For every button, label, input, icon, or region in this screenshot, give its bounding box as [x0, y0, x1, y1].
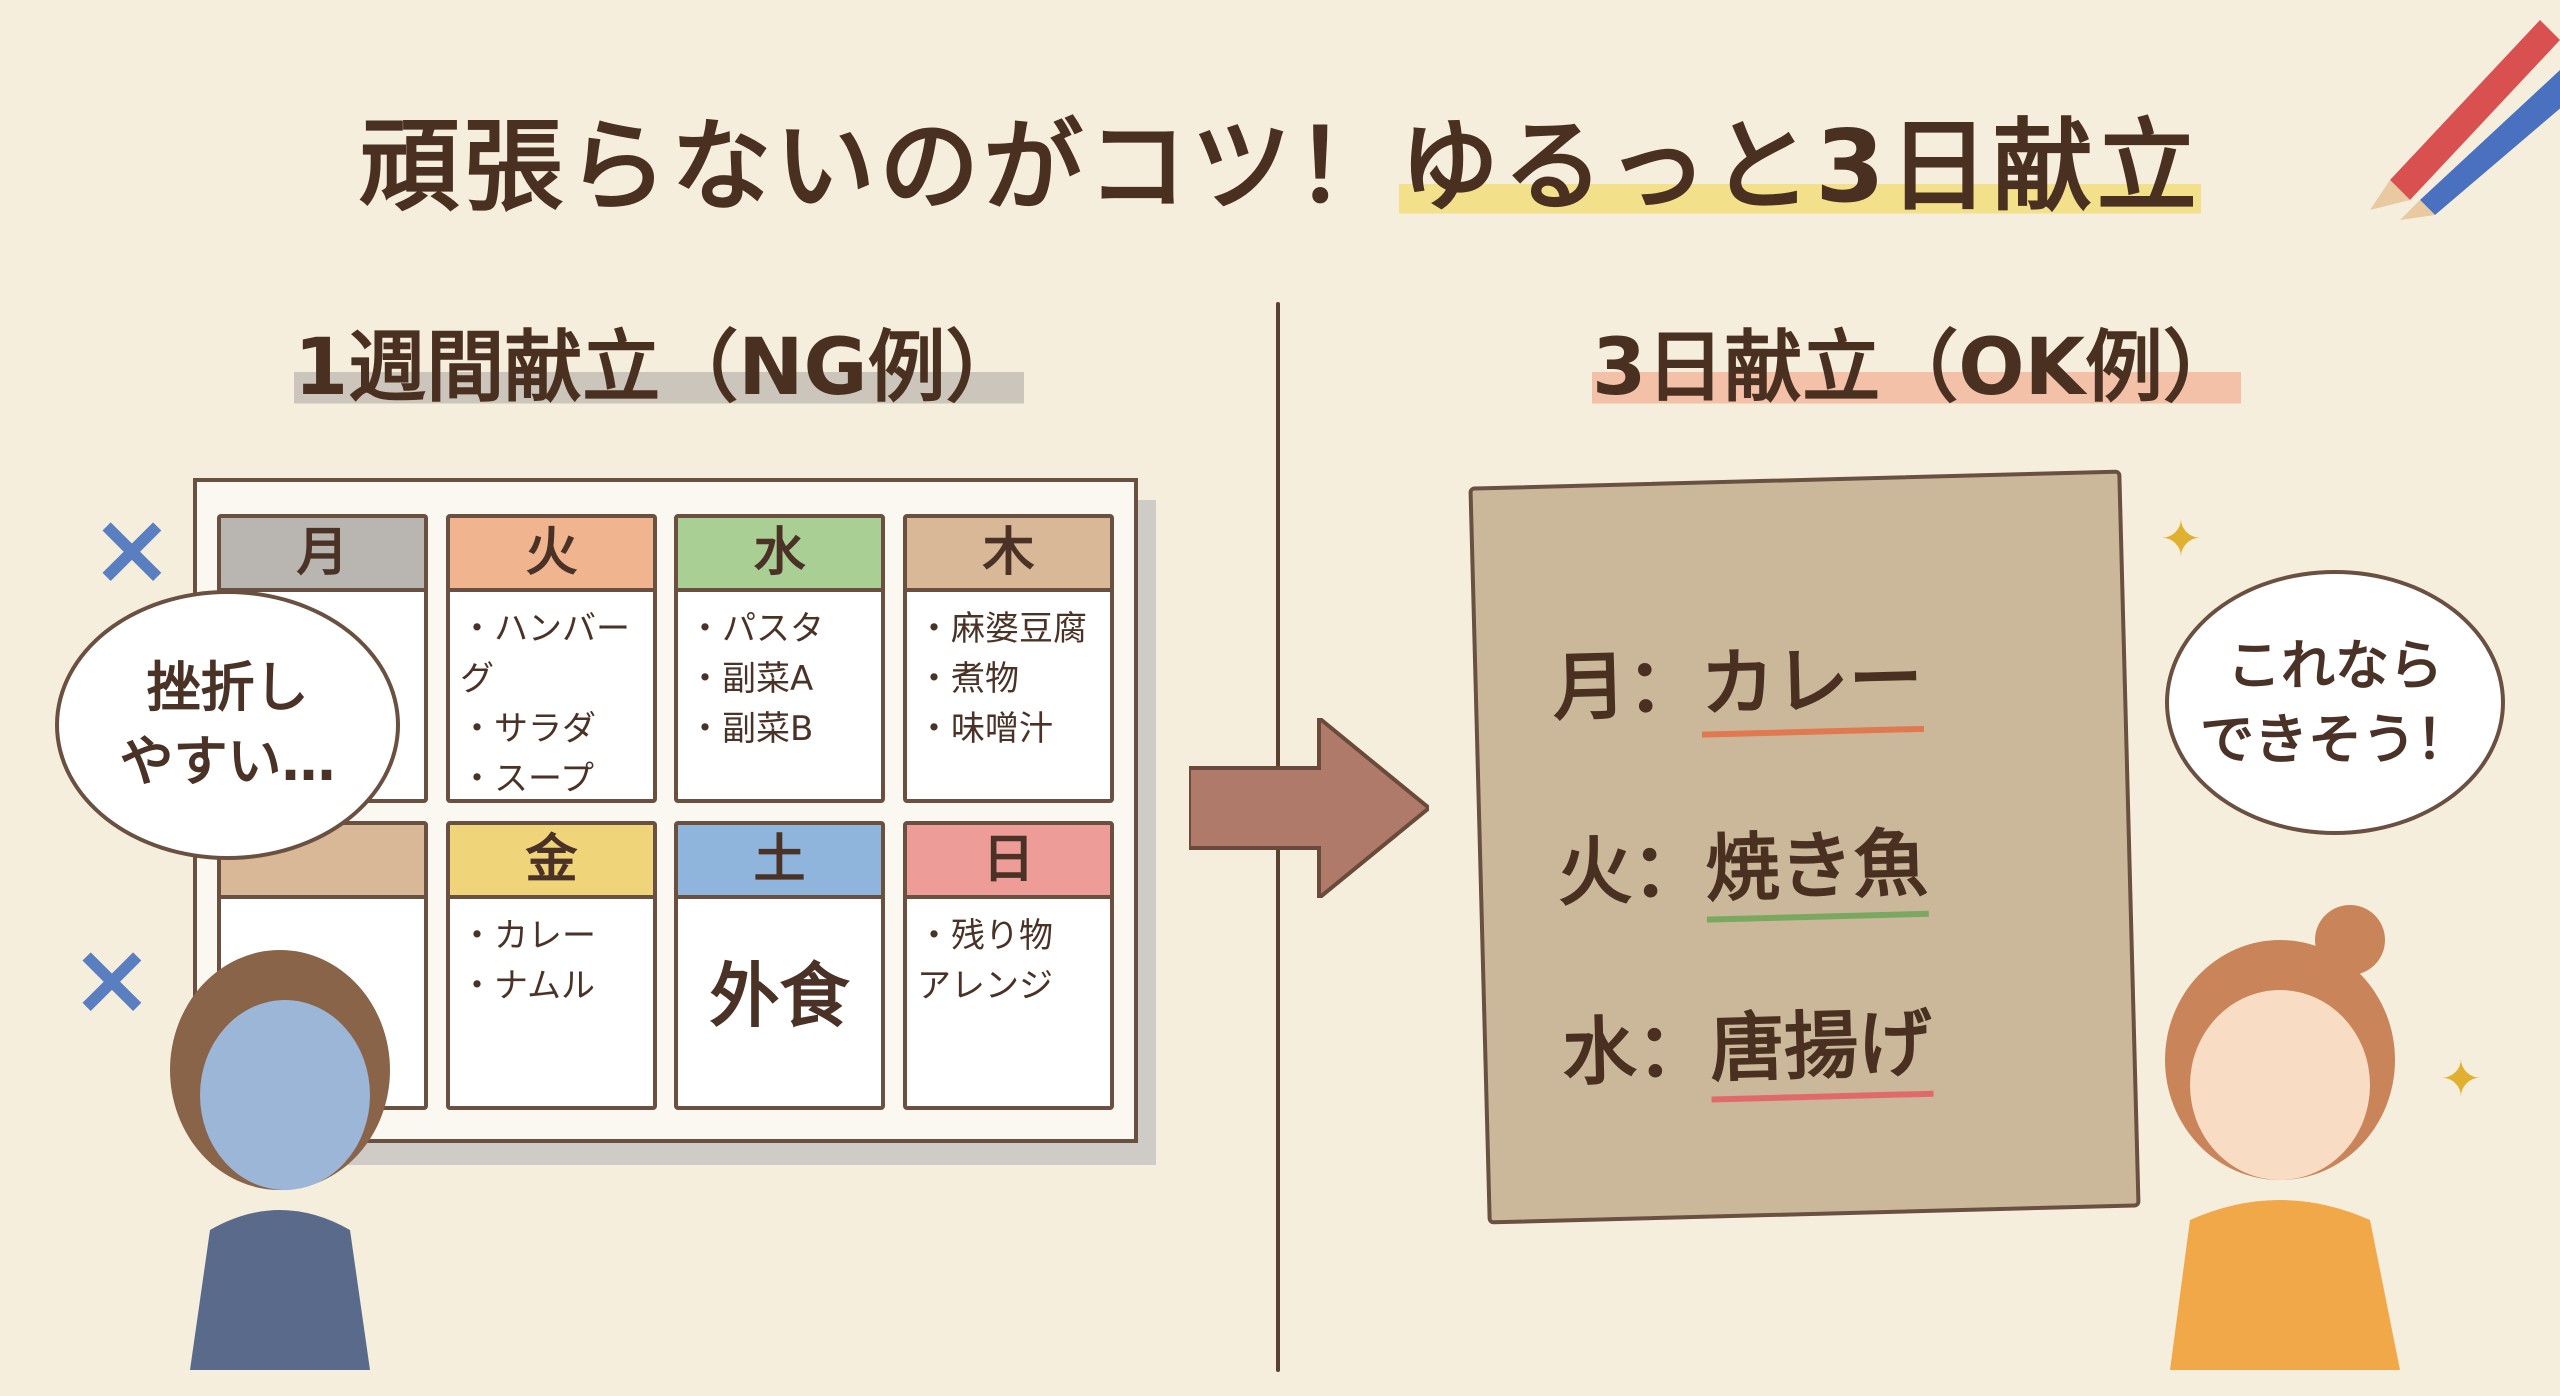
menu-line-wed: 水：唐揚げ: [1561, 984, 1934, 1103]
bubble-line: これなら: [2227, 633, 2443, 697]
day-menu: ・カレー・ナムル: [450, 899, 653, 1023]
tired-person-illustration: [170, 950, 390, 1370]
menu-dish: 唐揚げ: [1709, 1000, 1934, 1103]
cross-icon: ×: [70, 920, 154, 1037]
day-header: 火: [450, 518, 653, 592]
calendar-day-cell: 金・カレー・ナムル: [446, 821, 657, 1110]
menu-day: 火：: [1556, 826, 1707, 917]
day-menu: ・麻婆豆腐・煮物・味噌汁: [907, 592, 1110, 766]
menu-dish: カレー: [1699, 635, 1925, 738]
day-menu: ・残り物アレンジ: [907, 899, 1110, 1023]
menu-item: アレンジ: [917, 966, 1053, 1006]
title-highlight: ゆるっと3日献立: [1399, 108, 2201, 225]
menu-dish: 焼き魚: [1704, 820, 1929, 923]
menu-line-tue: 火：焼き魚: [1556, 804, 1929, 923]
day-header: 月: [221, 518, 424, 592]
title-main: 頑張らないのがコツ！: [359, 108, 1400, 225]
day-header: 木: [907, 518, 1110, 592]
menu-item: ・スープ: [460, 759, 594, 799]
day-menu: ・パスタ・副菜A ・副菜B: [678, 592, 881, 766]
day-menu: 外食: [678, 899, 881, 1093]
ng-heading: 1週間献立（NG例）: [294, 305, 1024, 417]
happy-person-illustration: [2165, 905, 2400, 1370]
ok-heading: 3日献立（OK例）: [1592, 305, 2242, 417]
menu-item: ・味噌汁: [917, 709, 1053, 749]
calendar-day-cell: 火・ハンバーグ・サラダ・スープ: [446, 514, 657, 803]
bubble-line: できそう！: [2200, 707, 2470, 771]
arrow-right-icon: [1189, 718, 1429, 898]
day-header: 日: [907, 825, 1110, 899]
menu-line-mon: 月：カレー: [1551, 619, 1925, 738]
sparkle-icon: ✦: [2160, 510, 2202, 568]
sparkle-icon: ✦: [2440, 1050, 2482, 1108]
menu-item: ・副菜B: [688, 709, 814, 749]
eat-out-label: 外食: [709, 955, 850, 1037]
menu-day: 月：: [1551, 641, 1702, 732]
menu-item: ・煮物: [917, 659, 1019, 699]
calendar-day-cell: 土外食: [674, 821, 885, 1110]
day-header: 金: [450, 825, 653, 899]
speech-bubble-ng: 挫折しやすい…: [55, 590, 400, 860]
cross-icon: ×: [90, 490, 174, 607]
bubble-line: 挫折し: [146, 656, 309, 719]
day-menu: [221, 899, 424, 923]
menu-item: ・パスタ: [688, 609, 824, 649]
pencils-icon: [2370, 20, 2560, 220]
day-menu: ・ハンバーグ・サラダ・スープ: [450, 592, 653, 816]
bubble-line: やすい…: [119, 730, 336, 793]
menu-item: ・残り物: [917, 916, 1053, 956]
day-header: 土: [678, 825, 881, 899]
calendar-day-cell: 木・麻婆豆腐・煮物・味噌汁: [903, 514, 1114, 803]
menu-item: ・サラダ: [460, 709, 596, 749]
menu-item: ・副菜A: [688, 659, 814, 699]
calendar-day-cell: 水・パスタ・副菜A ・副菜B: [674, 514, 885, 803]
calendar-day-cell: 日・残り物アレンジ: [903, 821, 1114, 1110]
menu-item: ・ハンバーグ: [460, 609, 630, 699]
speech-bubble-ok: これならできそう！: [2165, 570, 2505, 835]
menu-item: ・麻婆豆腐: [917, 609, 1087, 649]
menu-day: 水：: [1561, 1006, 1712, 1097]
menu-item: ・カレー: [460, 916, 596, 956]
menu-item: ・ナムル: [460, 966, 595, 1006]
day-header: 水: [678, 518, 881, 592]
page-title: 頑張らないのがコツ！ゆるっと3日献立: [0, 85, 2560, 230]
three-day-menu-note: 月：カレー 火：焼き魚 水：唐揚げ: [1468, 469, 2141, 1225]
